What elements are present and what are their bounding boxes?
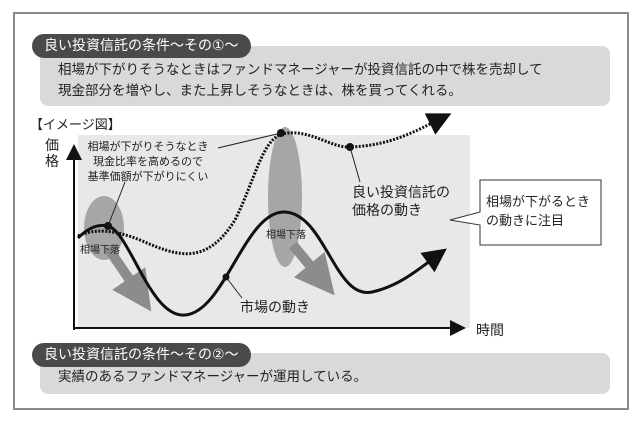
y-axis-label: 格 bbox=[45, 154, 59, 170]
section1-box: 相場が下がりそうなときはファンドマネージャーが投資信託の中で株を売却して 現金部… bbox=[40, 46, 610, 106]
leader-line bbox=[107, 181, 126, 227]
leader-line bbox=[349, 146, 361, 183]
market-label: 市場の動き bbox=[240, 299, 310, 316]
drop-ellipse-1 bbox=[84, 196, 124, 260]
fund-label: 価格の動き bbox=[352, 203, 422, 219]
note-line: 相場が下がりそうなとき bbox=[88, 139, 209, 153]
section1-title: 良い投資信託の条件〜その①〜 bbox=[32, 34, 251, 58]
drop-arrow-2 bbox=[289, 241, 335, 296]
drop-ellipse-2 bbox=[268, 127, 302, 267]
drop-arrow-1 bbox=[103, 245, 152, 312]
callout-line: の動きに注目 bbox=[486, 214, 564, 229]
section2-line1: 実績のあるファンドマネージャーが運用している。 bbox=[58, 369, 368, 385]
drop-label: 相場下落 bbox=[80, 243, 120, 256]
y-axis-label: 価 bbox=[45, 138, 59, 154]
leader-line bbox=[225, 276, 243, 299]
diagram-label: 【イメージ図】 bbox=[30, 118, 121, 133]
section2-title: 良い投資信託の条件〜その②〜 bbox=[32, 343, 251, 367]
note-line: 現金比率を高めるので bbox=[93, 154, 203, 168]
drop-label: 相場下落 bbox=[266, 228, 306, 241]
leader-line bbox=[217, 132, 282, 149]
fund-line bbox=[77, 113, 452, 256]
outer-frame bbox=[13, 12, 629, 410]
x-axis-label: 時間 bbox=[476, 323, 504, 339]
section1-line2: 現金部分を増やし、また上昇しそうなときは、株を買ってくれる。 bbox=[58, 83, 462, 99]
callout-box bbox=[449, 179, 602, 246]
section1-line1: 相場が下がりそうなときはファンドマネージャーが投資信託の中で株を売却して bbox=[58, 62, 543, 78]
note-line: 基準価額が下がりにくい bbox=[88, 169, 209, 183]
fund-label: 良い投資信託の bbox=[352, 185, 450, 201]
callout-line: 相場が下がるとき bbox=[486, 195, 590, 210]
